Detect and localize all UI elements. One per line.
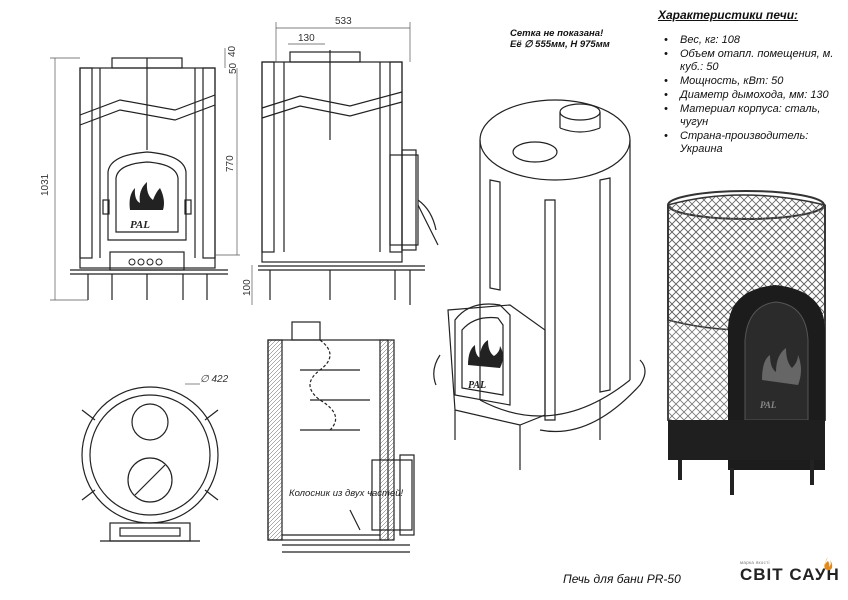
spec-item-country: Страна-производитель: Украина [660, 130, 840, 156]
drawing-caption: Печь для бани PR-50 [563, 572, 681, 586]
front-door-logo: PAL [130, 219, 150, 231]
mesh-note: Сетка не показана! Её ∅ 555мм, Н 975мм [510, 28, 610, 50]
dim-422: ∅ 422 [200, 374, 229, 385]
photo-door-logo: PAL [760, 400, 777, 410]
front-view [70, 57, 228, 300]
stove-photo: PAL [667, 190, 826, 495]
side-view [258, 50, 439, 305]
front-door-flame-icon [129, 182, 164, 210]
dim-1031: 1031 [40, 173, 51, 196]
ash-box-vents [128, 258, 163, 266]
spec-item-flue-diameter: Диаметр дымохода, мм: 130 [660, 89, 840, 102]
spec-item-material: Материал корпуса: сталь, чугун [660, 103, 840, 129]
iso-door-logo: PAL [468, 380, 486, 391]
spec-item-power: Мощность, кВт: 50 [660, 75, 840, 88]
dim-770: 770 [225, 155, 236, 172]
iso-view [433, 99, 646, 470]
spec-item-weight: Вес, кг: 108 [660, 34, 840, 47]
dim-50: 50 [228, 62, 239, 74]
section-view [267, 321, 415, 553]
front-dimensions [50, 48, 240, 301]
specs-title: Характеристики печи: [658, 8, 799, 22]
top-view [81, 386, 219, 542]
flame-icon [824, 557, 833, 571]
brand-tagline: марка якості [740, 560, 770, 565]
mesh-note-line1: Сетка не показана! [510, 28, 604, 39]
dim-100: 100 [242, 279, 253, 296]
dim-533: 533 [335, 16, 352, 27]
iso-door-flame-icon [468, 340, 503, 368]
specs-list: Вес, кг: 108 Объем отапл. помещения, м. … [660, 34, 840, 157]
spec-item-volume: Объем отапл. помещения, м. куб.: 50 [660, 48, 840, 74]
side-dimensions [251, 22, 411, 305]
grate-label-line1: Колосник из двух частей! [289, 488, 404, 499]
brand-logo: марка якості СВІТ САУН [740, 560, 840, 585]
mesh-note-line2: Её ∅ 555мм, Н 975мм [510, 39, 610, 50]
dim-130: 130 [298, 33, 315, 44]
dim-40: 40 [227, 45, 238, 57]
brand-name: СВІТ САУН [740, 565, 840, 584]
